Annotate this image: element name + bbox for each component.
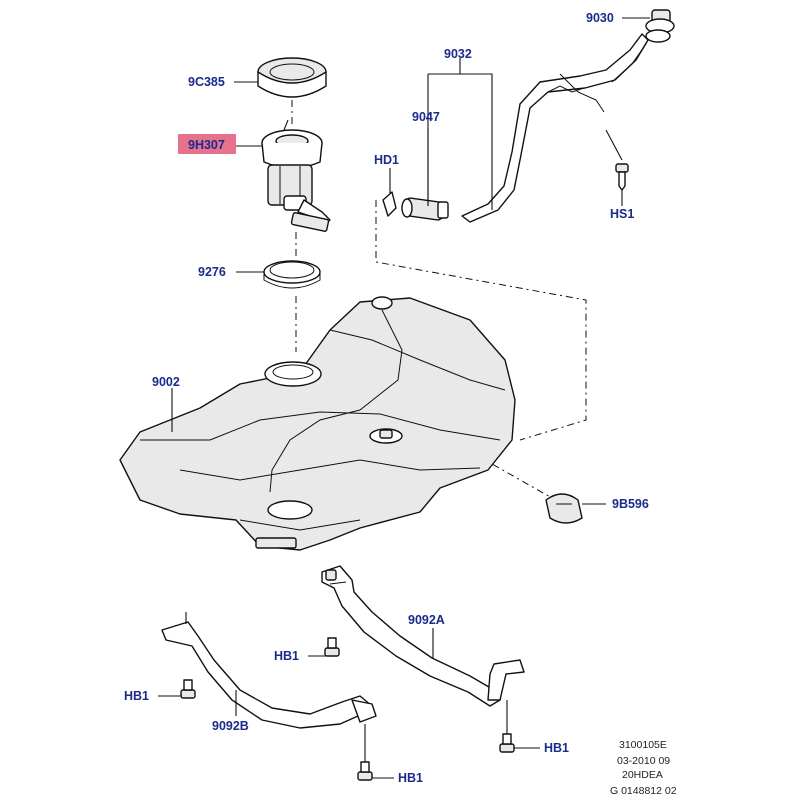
label-seal-ring: 9276 — [198, 265, 226, 279]
label-bolt-hs1: HS1 — [610, 207, 634, 221]
label-strap-right: 9092A — [408, 613, 445, 627]
connector-hose-drawing — [401, 197, 449, 221]
hose-clip-drawing — [382, 191, 397, 217]
label-fuel-pump-module: 9H307 — [188, 138, 225, 152]
label-bolt-hb1-c: HB1 — [544, 741, 569, 755]
highlight-box — [178, 134, 236, 154]
label-access-cover: 9B596 — [612, 497, 649, 511]
access-cover-drawing — [545, 493, 606, 524]
bolt-hb1-c-drawing — [499, 700, 515, 753]
footer-line-3: 20HDEA — [622, 769, 663, 781]
label-bolt-hb1-b: HB1 — [124, 689, 149, 703]
strap-right-drawing — [321, 565, 525, 707]
bolt-hs1-drawing — [615, 163, 629, 191]
label-locking-ring: 9C385 — [188, 75, 225, 89]
fuel-filler-pipe-drawing — [382, 9, 675, 223]
label-fuel-tank: 9002 — [152, 375, 180, 389]
label-filler-pipe-assembly: 9032 — [444, 47, 472, 61]
footer-line-4: G 0148812 02 — [610, 785, 677, 797]
locking-ring-drawing — [257, 57, 327, 98]
label-hose-clip: HD1 — [374, 153, 399, 167]
label-bolt-hb1-d: HB1 — [398, 771, 423, 785]
fuel-tank-drawing — [119, 296, 516, 551]
label-connector-hose: 9047 — [412, 110, 440, 124]
label-strap-left: 9092B — [212, 719, 249, 733]
label-fuel-filler-pipe: 9030 — [586, 11, 614, 25]
strap-left-drawing — [161, 612, 377, 729]
seal-ring-drawing — [263, 260, 321, 289]
label-bolt-hb1-a: HB1 — [274, 649, 299, 663]
fuel-pump-module-drawing — [261, 119, 331, 232]
bolt-hb1-b-drawing — [180, 679, 196, 699]
bolt-hb1-a-drawing — [324, 637, 340, 657]
footer-line-2: 03-2010 09 — [617, 755, 670, 767]
bolt-hb1-d-drawing — [357, 724, 373, 781]
footer-line-1: 3100105E — [619, 739, 667, 751]
